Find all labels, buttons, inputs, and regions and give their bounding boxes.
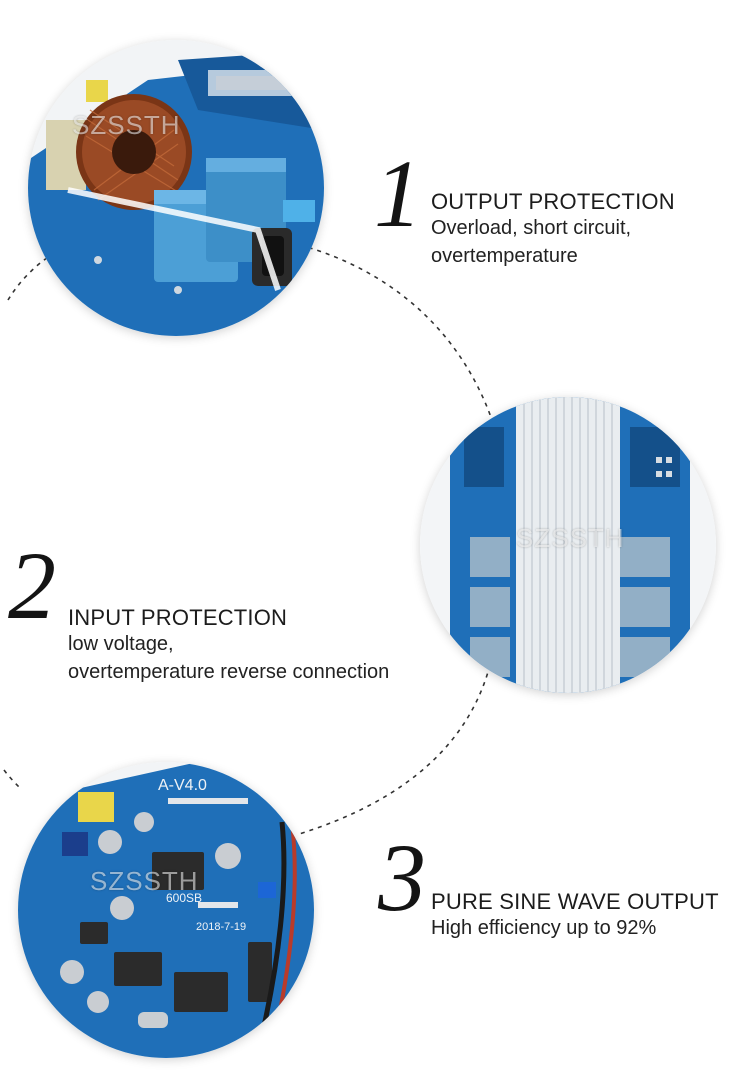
feature-description: High efficiency up to 92%	[431, 914, 656, 942]
feature-title: INPUT PROTECTION	[68, 605, 288, 630]
feature-number: 2	[8, 532, 56, 639]
pcb-heatsink-image	[420, 397, 716, 693]
feature-description-line: overtemperature reverse connection	[68, 661, 390, 683]
watermark: SZSSTH	[72, 110, 181, 140]
feature-description-line: overtemperature	[431, 245, 578, 267]
photo-control-board: A-V4.0 600SB 2018-7-19 SZSSTH	[18, 762, 314, 1058]
feature-description: low voltage, overtemperature reverse con…	[68, 630, 389, 686]
photo-output-stage: SZSSTH	[28, 40, 324, 336]
board-model-label: 600SB	[166, 891, 202, 905]
feature-description-line: low voltage,	[68, 633, 174, 655]
feature-title: OUTPUT PROTECTION	[431, 189, 675, 214]
feature-description-line: High efficiency up to 92%	[431, 917, 657, 939]
board-version-label: A-V4.0	[158, 777, 207, 794]
feature-description: Overload, short circuit, overtemperature	[431, 214, 631, 270]
watermark: SZSSTH	[516, 523, 625, 553]
pcb-inductor-image	[28, 40, 324, 336]
photo-input-stage: SZSSTH	[420, 397, 716, 693]
feature-number: 1	[374, 140, 422, 247]
feature-description-line: Overload, short circuit,	[431, 217, 632, 239]
watermark: SZSSTH	[90, 866, 199, 896]
feature-number: 3	[378, 824, 426, 931]
pcb-control-image: A-V4.0 600SB 2018-7-19	[18, 762, 314, 1058]
feature-title: PURE SINE WAVE OUTPUT	[431, 889, 719, 914]
board-date-label: 2018-7-19	[196, 921, 246, 933]
